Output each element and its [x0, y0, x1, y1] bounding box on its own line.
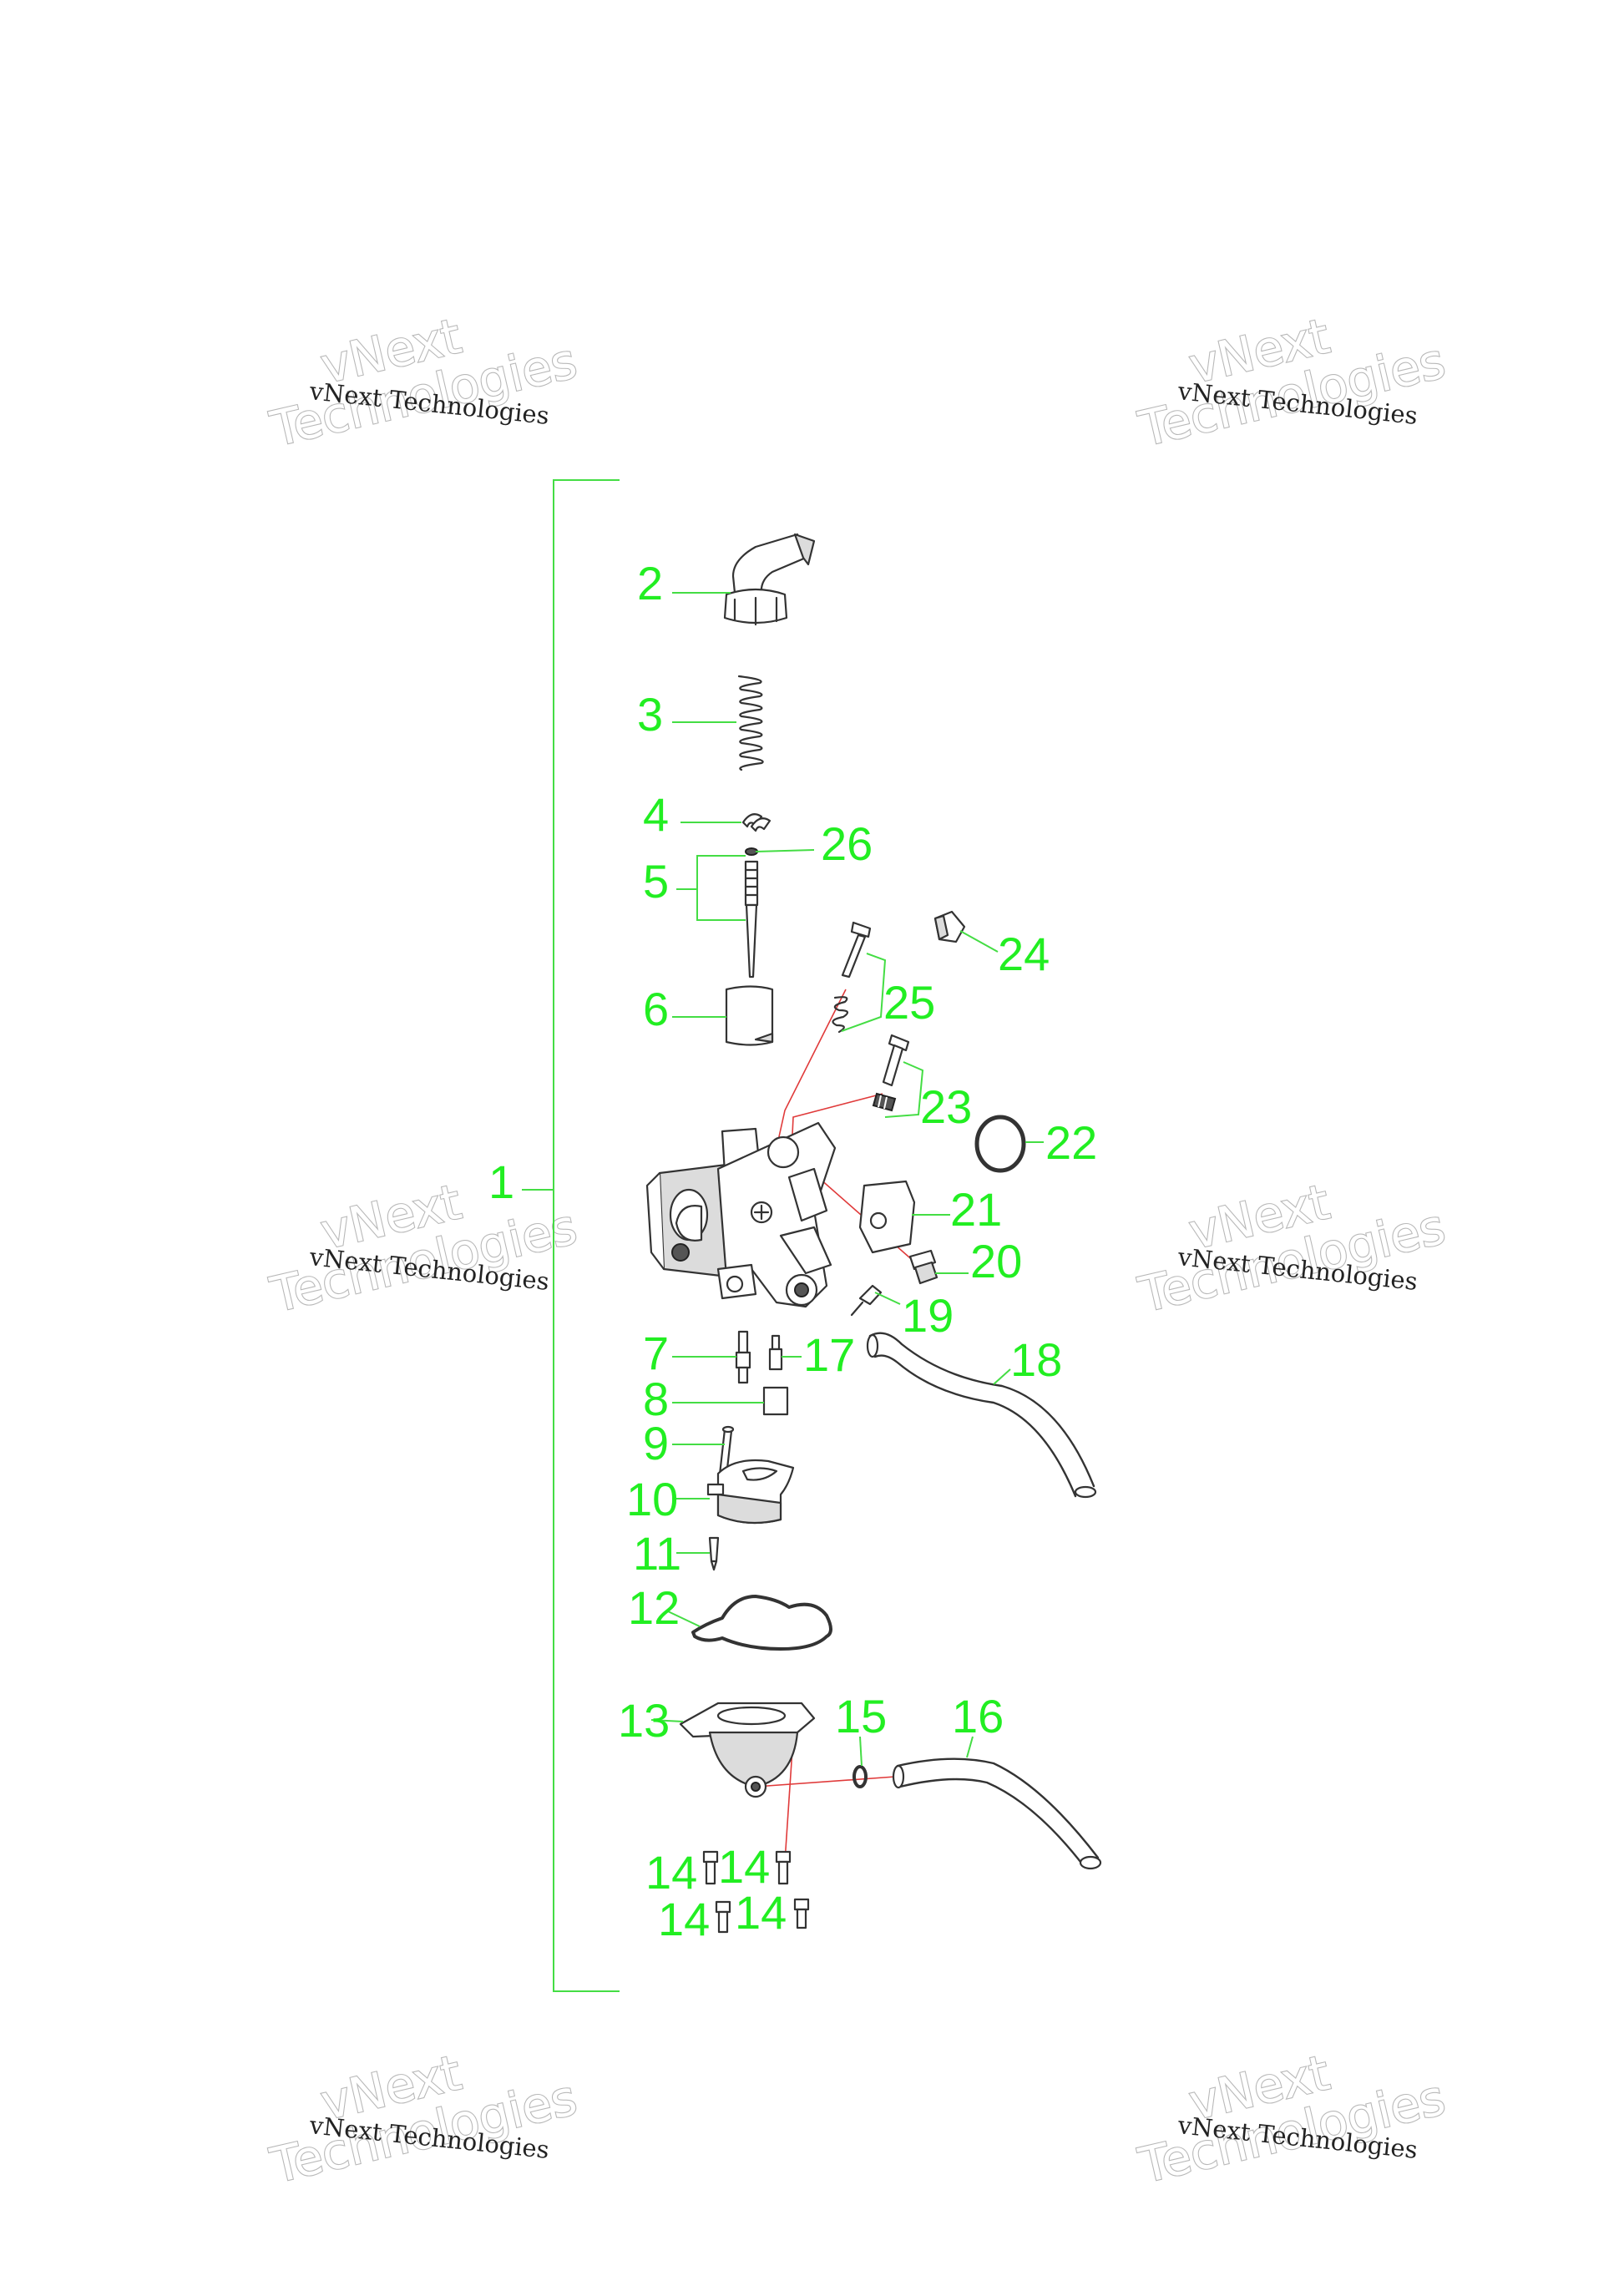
callout-14-a: 14 [645, 1846, 697, 1899]
leader-24 [959, 930, 999, 953]
part-14-bolt [793, 1898, 810, 1929]
part-14-bolt [702, 1850, 719, 1885]
callout-11: 11 [633, 1527, 681, 1580]
watermark-bottom-right: vNext Technologies [1132, 2043, 1451, 2195]
part-4-needle-clip [741, 813, 772, 832]
part-8-spacer [762, 1386, 789, 1416]
part-21-choke-bracket [858, 1180, 916, 1254]
part-1-carburetor-body [645, 1121, 837, 1308]
callout-12: 12 [628, 1581, 680, 1634]
leader-13 [650, 1719, 684, 1722]
leader-18 [993, 1368, 1011, 1385]
part-18-vent-hose [866, 1332, 1097, 1499]
part-26-e-clip [745, 847, 758, 856]
callout-14-b: 14 [718, 1840, 770, 1893]
part-5-jet-needle [744, 860, 759, 979]
callout-9: 9 [643, 1417, 669, 1469]
bracket-23 [884, 1061, 924, 1118]
callout-19: 19 [902, 1289, 954, 1342]
callout-22: 22 [1045, 1116, 1097, 1169]
callout-2: 2 [637, 557, 663, 609]
leader-16 [966, 1736, 974, 1758]
callout-17: 17 [803, 1328, 855, 1381]
watermark-bottom-left: vNext Technologies [264, 2043, 583, 2195]
part-15-hose-clamp [852, 1765, 868, 1788]
part-23-air-screw [872, 1034, 910, 1112]
callout-10: 10 [626, 1473, 678, 1525]
callout-26: 26 [821, 817, 873, 870]
part-3-spring [737, 675, 764, 771]
part-7-needle-jet [735, 1330, 751, 1384]
callout-15: 15 [835, 1690, 887, 1742]
part-14-bolt [715, 1900, 731, 1934]
part-10-float [706, 1459, 795, 1525]
watermark-mid-left: vNext Technologies [264, 1172, 583, 1324]
part-11-float-needle [708, 1536, 720, 1571]
callout-13: 13 [618, 1694, 670, 1747]
part-22-o-ring [974, 1115, 1026, 1173]
callout-5: 5 [643, 855, 669, 908]
part-17-pilot-jet [768, 1334, 783, 1371]
assembly-line-25 [776, 989, 847, 1149]
assembly-line-16 [755, 1776, 896, 1788]
part-13-float-bowl [679, 1702, 816, 1798]
callout-21: 21 [950, 1183, 1002, 1236]
leader-19 [874, 1292, 901, 1305]
callout-20: 20 [970, 1235, 1022, 1287]
watermark-top-left: vNext Technologies [264, 306, 583, 458]
callout-6: 6 [643, 983, 669, 1035]
leader-12 [667, 1611, 701, 1627]
leader-15 [859, 1736, 863, 1767]
callout-14-d: 14 [735, 1886, 787, 1939]
assembly-bracket [553, 479, 620, 1992]
callout-23: 23 [920, 1080, 972, 1133]
part-16-drain-hose [892, 1757, 1102, 1870]
callout-18: 18 [1010, 1333, 1062, 1386]
bracket-5 [696, 855, 746, 921]
callout-4: 4 [643, 788, 669, 841]
part-12-float-bowl-gasket [691, 1595, 832, 1651]
bracket-25 [841, 953, 887, 1032]
watermark-mid-right: vNext Technologies [1132, 1172, 1451, 1324]
watermark-top-right: vNext Technologies [1132, 306, 1451, 458]
part-25-idle-screw [832, 921, 872, 1034]
part-19-pilot-screw [850, 1284, 883, 1317]
part-24-cable-cap [933, 910, 966, 943]
part-14-bolt [775, 1850, 792, 1885]
callout-8: 8 [643, 1373, 669, 1425]
leader-26 [755, 849, 815, 852]
part-6-throttle-slide [725, 985, 774, 1046]
callout-24: 24 [998, 928, 1050, 980]
callout-7: 7 [643, 1327, 669, 1379]
callout-14-c: 14 [658, 1893, 710, 1945]
part-2-intake-elbow [723, 533, 816, 626]
callout-25: 25 [883, 976, 935, 1029]
callout-16: 16 [952, 1690, 1004, 1742]
callout-3: 3 [637, 688, 663, 741]
part-20-choke-screw [908, 1249, 938, 1285]
callout-1: 1 [488, 1156, 514, 1208]
